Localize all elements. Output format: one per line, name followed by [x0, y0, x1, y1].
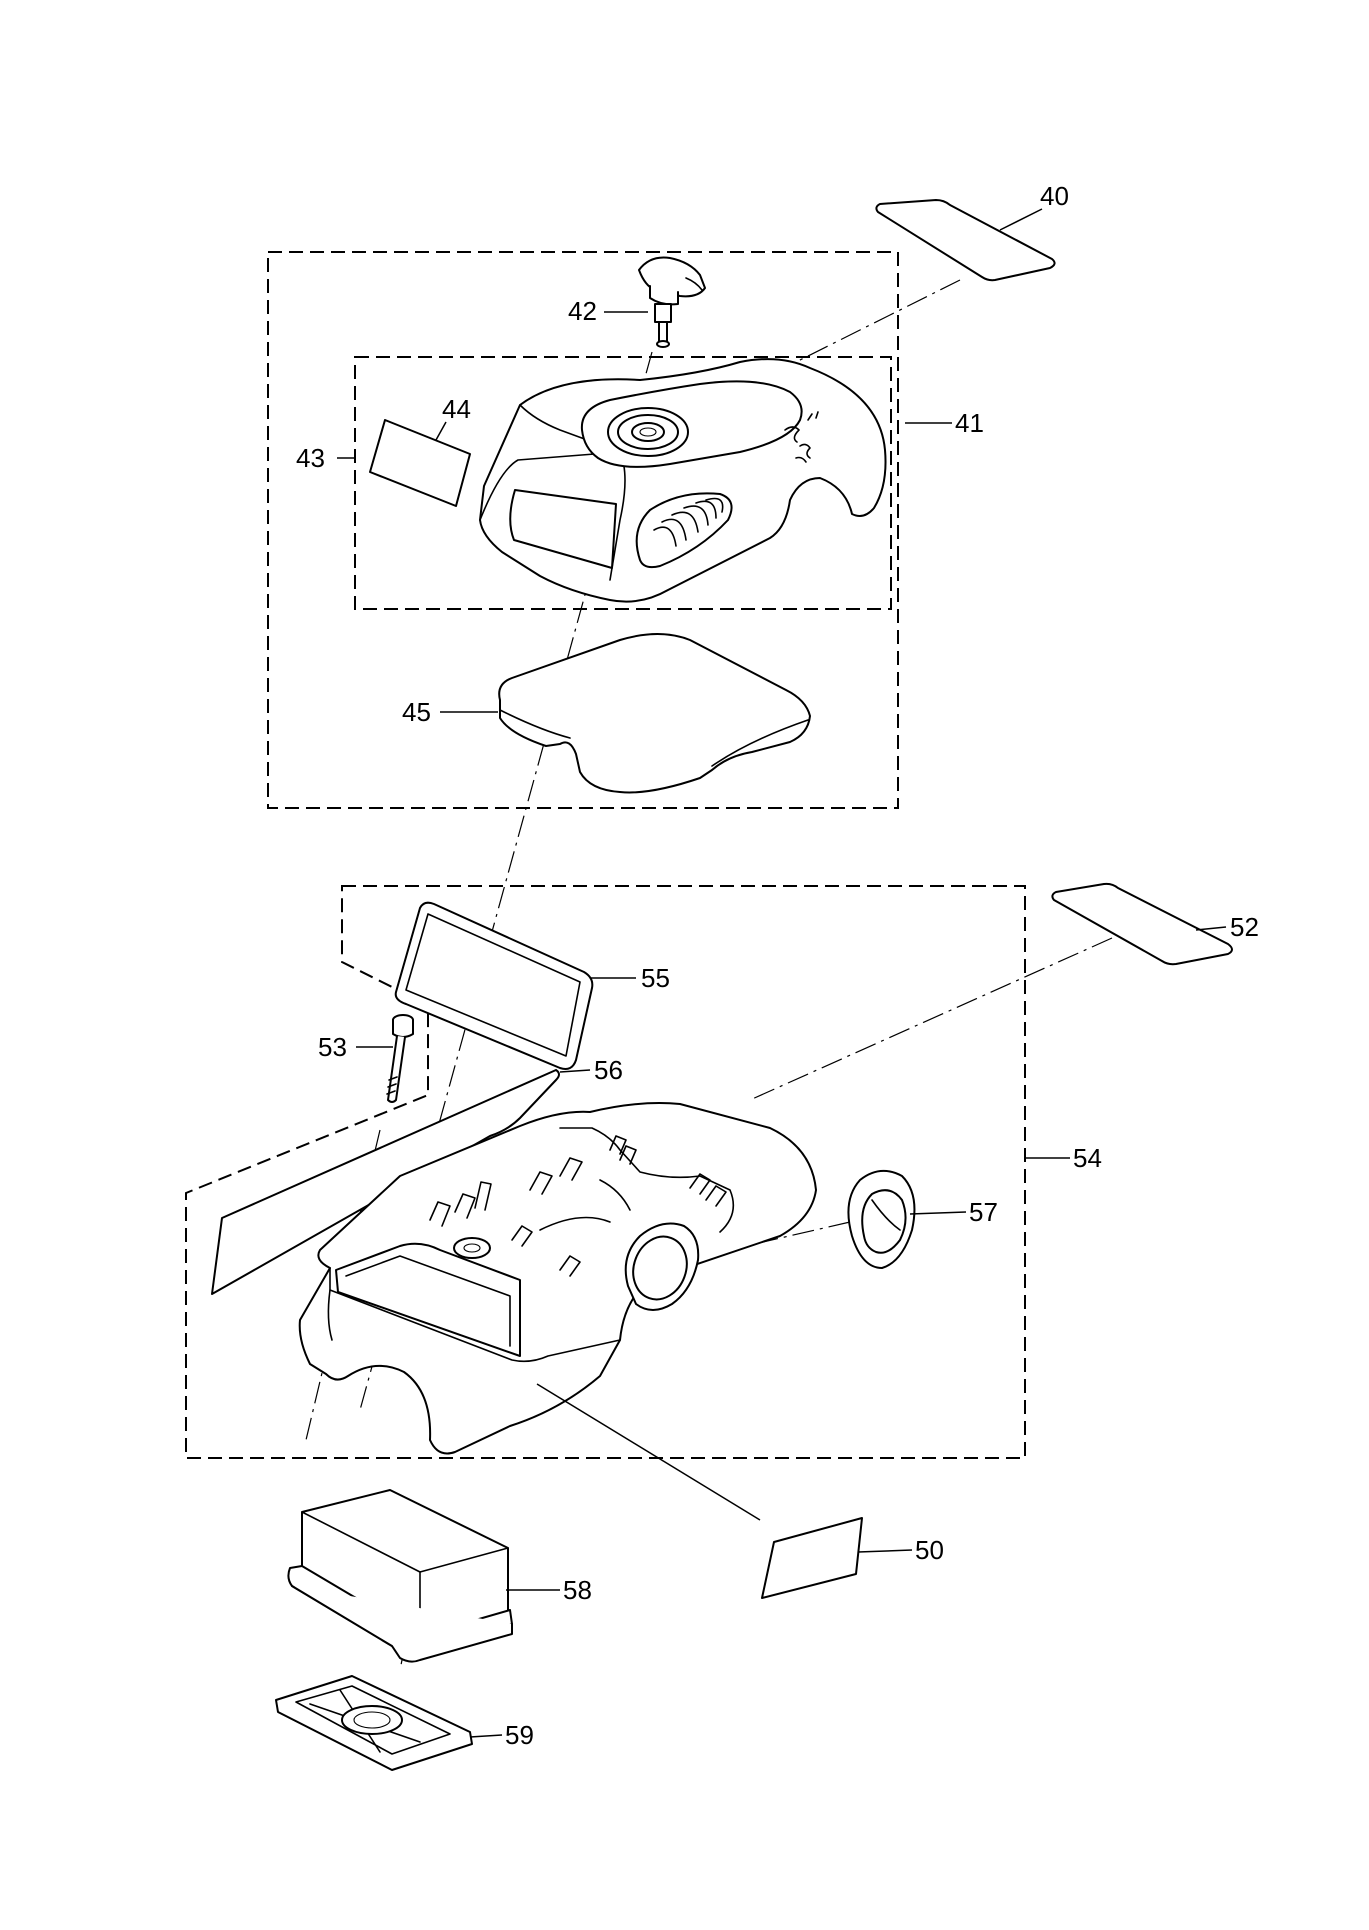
part-52-label-sticker	[1051, 882, 1233, 966]
label-55: 55	[641, 963, 670, 993]
cover-logo-mark	[784, 411, 819, 463]
housing-inner-ribs	[429, 1135, 727, 1277]
label-45: 45	[402, 697, 431, 727]
label-40: 40	[1040, 181, 1069, 211]
assembly-group-41-box	[267, 251, 899, 809]
label-53: 53	[318, 1032, 347, 1062]
part-53-screw	[386, 1014, 414, 1103]
part-45-filter-pad	[498, 633, 811, 794]
label-41: 41	[955, 408, 984, 438]
part-56-side-strip	[211, 1069, 560, 1295]
label-58: 58	[563, 1575, 592, 1605]
part-42-knob	[638, 256, 706, 348]
label-44: 44	[442, 394, 471, 424]
label-54: 54	[1073, 1143, 1102, 1173]
label-50: 50	[915, 1535, 944, 1565]
part-55-gasket	[394, 901, 594, 1070]
part-40-label-sticker	[875, 199, 1056, 282]
assembly-group-43-box	[354, 356, 892, 610]
label-57: 57	[969, 1197, 998, 1227]
label-59: 59	[505, 1720, 534, 1750]
part-50-label	[761, 1517, 863, 1599]
assembly-group-54-box	[185, 885, 1026, 1459]
label-52: 52	[1230, 912, 1259, 942]
leader-lines	[337, 208, 1227, 1738]
part-44-label	[369, 419, 471, 507]
label-56: 56	[594, 1055, 623, 1085]
cover-vent-slots	[653, 497, 724, 547]
label-42: 42	[568, 296, 597, 326]
part-43-top-cover	[479, 358, 887, 603]
part-58-filter	[287, 1489, 513, 1663]
part-number-labels: 40 41 42 43 44 45 50 52 53 54 55 56 57 5…	[296, 181, 1259, 1750]
part-54-lower-housing	[298, 1102, 817, 1455]
part-59-filter-frame	[275, 1675, 473, 1771]
part-57-grommet	[847, 1169, 916, 1269]
label-43: 43	[296, 443, 325, 473]
